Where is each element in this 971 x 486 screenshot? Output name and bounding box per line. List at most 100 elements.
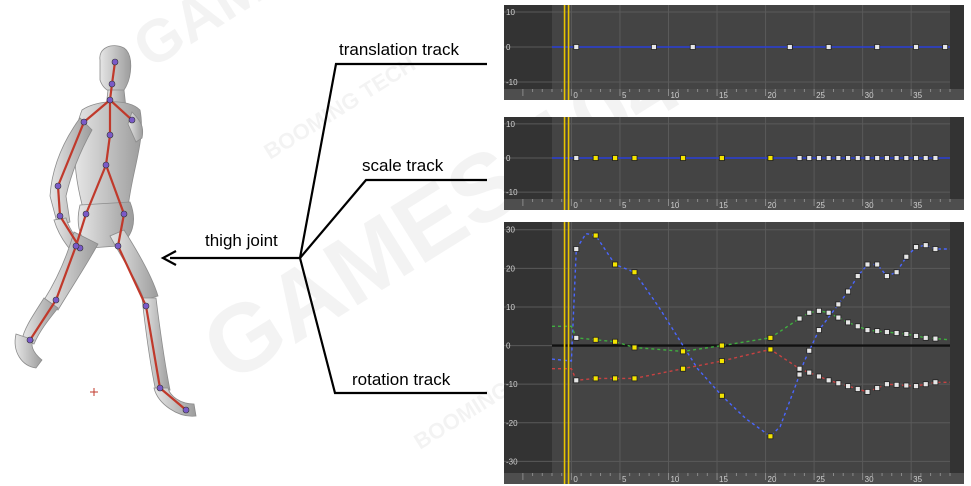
skeleton-joint [52, 296, 60, 304]
keyframe-selected [592, 155, 599, 161]
y-tick-label: -10 [506, 188, 518, 197]
keyframe-selected [592, 232, 599, 239]
x-tick-label: 25 [816, 201, 825, 210]
skeleton-joint [106, 131, 114, 139]
keyframe-selected [767, 155, 774, 161]
keyframe [864, 327, 871, 334]
keyframe [864, 261, 871, 268]
x-tick-label: 10 [670, 475, 679, 484]
y-tick-label: 0 [506, 154, 511, 163]
keyframe [854, 155, 861, 161]
keyframe [816, 307, 822, 314]
body-foot-left [14, 333, 43, 369]
keyframe [806, 155, 813, 161]
keyframe [913, 155, 919, 161]
skeleton-joint [156, 384, 164, 392]
right-gutter [950, 222, 964, 473]
keyframe [845, 319, 851, 326]
skeleton-joint [114, 242, 122, 250]
keyframe-selected [680, 348, 686, 355]
body-thigh-left [43, 231, 99, 311]
panel-background [504, 222, 964, 484]
time-ruler [504, 199, 964, 210]
skeleton-bone [159, 387, 187, 411]
keyframe-selected [631, 155, 638, 161]
keyframe-selected [767, 334, 774, 341]
x-tick-label: 10 [670, 201, 679, 210]
keyframe [874, 155, 881, 161]
keyframe [932, 335, 939, 342]
skeleton-joint [108, 80, 116, 88]
keyframe [816, 327, 822, 334]
skeleton-bone [74, 213, 88, 247]
keyframe [874, 328, 881, 334]
x-tick-label: 30 [865, 201, 874, 210]
x-tick-label: 30 [865, 91, 874, 100]
panel-background [504, 117, 964, 210]
keyframe [796, 371, 803, 378]
keyframe [864, 155, 871, 161]
x-tick-label: 5 [622, 475, 627, 484]
keyframe [573, 377, 580, 384]
skeleton-bone [84, 164, 108, 215]
x-tick-label: 20 [768, 475, 777, 484]
keyframe [903, 253, 910, 260]
keyframe [573, 44, 580, 50]
y-tick-label: 30 [506, 226, 515, 235]
keyframe [825, 155, 832, 161]
keyframe [786, 44, 793, 50]
time-ruler [504, 473, 964, 484]
keyframe [825, 44, 832, 50]
skeleton-bone [109, 99, 133, 121]
keyframe [573, 246, 580, 252]
x-tick-label: 20 [768, 201, 777, 210]
keyframe [796, 315, 803, 322]
keyframe [854, 386, 861, 392]
keyframe [806, 369, 813, 376]
keyframe [845, 383, 851, 390]
panel-background [504, 5, 964, 100]
keyframe [835, 301, 842, 308]
skeleton-joint [82, 210, 90, 218]
keyframe [913, 44, 919, 50]
skeleton-bone [56, 185, 62, 217]
keyframe [573, 334, 580, 341]
keyframe [922, 155, 929, 161]
keyframe-selected [592, 375, 599, 382]
skeleton-joint [56, 212, 64, 220]
skeleton-joint [142, 302, 150, 310]
keyframe [893, 269, 900, 276]
keyframe-selected [612, 155, 618, 161]
label-rotation-track: rotation track [352, 370, 451, 389]
x-tick-label: 25 [816, 91, 825, 100]
x-tick-label: 15 [719, 91, 728, 100]
skeleton-bone [83, 99, 111, 123]
skeleton-joint [111, 58, 119, 66]
skeleton-bone [104, 164, 126, 215]
keyframe-selected [718, 342, 725, 349]
keyframe-selected [631, 269, 638, 276]
keyframe [816, 373, 822, 380]
keyframe [884, 381, 890, 388]
keyframe-selected [631, 375, 638, 382]
keyframe [893, 381, 900, 388]
keyframe [796, 155, 803, 161]
x-tick-label: 5 [622, 201, 627, 210]
keyframe [893, 155, 900, 161]
keyframe [806, 347, 813, 354]
keyframe [932, 246, 939, 252]
skeleton-joint [26, 336, 34, 344]
body-thigh-right [109, 229, 159, 301]
keyframe-selected [718, 392, 725, 399]
keyframe [884, 155, 890, 161]
skeleton-bone [104, 134, 112, 166]
keyframe [874, 44, 881, 50]
keyframe-selected [767, 346, 774, 353]
y-tick-label: 10 [506, 8, 515, 17]
keyframe [913, 244, 919, 251]
keyframe [845, 288, 851, 295]
